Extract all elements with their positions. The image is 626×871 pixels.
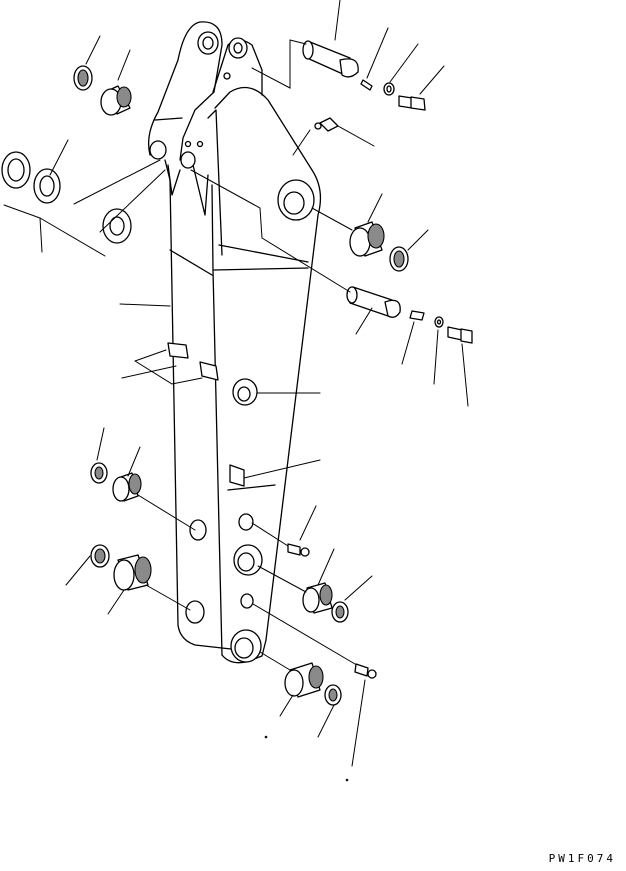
washer-mid <box>435 317 443 327</box>
top-pin <box>303 41 358 77</box>
bolt-top <box>399 96 425 110</box>
bottom-bushing <box>285 663 323 697</box>
lock-plate <box>410 311 424 320</box>
arm-holes <box>150 32 314 662</box>
shim-set <box>2 152 131 243</box>
right-ring <box>390 247 408 271</box>
lower-left-bushing <box>114 555 151 590</box>
top-left-ring <box>74 66 92 90</box>
right-bushing <box>350 222 384 256</box>
lower-right-ring <box>332 602 348 622</box>
mid-left-ring <box>91 463 107 483</box>
top-left-bushing <box>101 86 131 115</box>
leader-lines <box>4 0 468 781</box>
grease-fitting-mid <box>288 544 309 556</box>
bolt-mid <box>448 327 472 343</box>
middle-pin <box>347 287 400 317</box>
lower-left-ring <box>91 545 109 567</box>
cotter-pin <box>361 80 372 90</box>
arm-body <box>149 22 321 663</box>
washer-top <box>384 83 394 95</box>
mid-left-bushing <box>113 473 141 501</box>
mounting-plates <box>168 343 244 486</box>
drawing-code: PW1F074 <box>548 852 616 865</box>
bottom-ring <box>325 685 341 705</box>
grease-fitting-top <box>315 118 338 131</box>
grease-fitting-bottom <box>355 664 376 678</box>
lower-right-bushing <box>303 583 332 613</box>
